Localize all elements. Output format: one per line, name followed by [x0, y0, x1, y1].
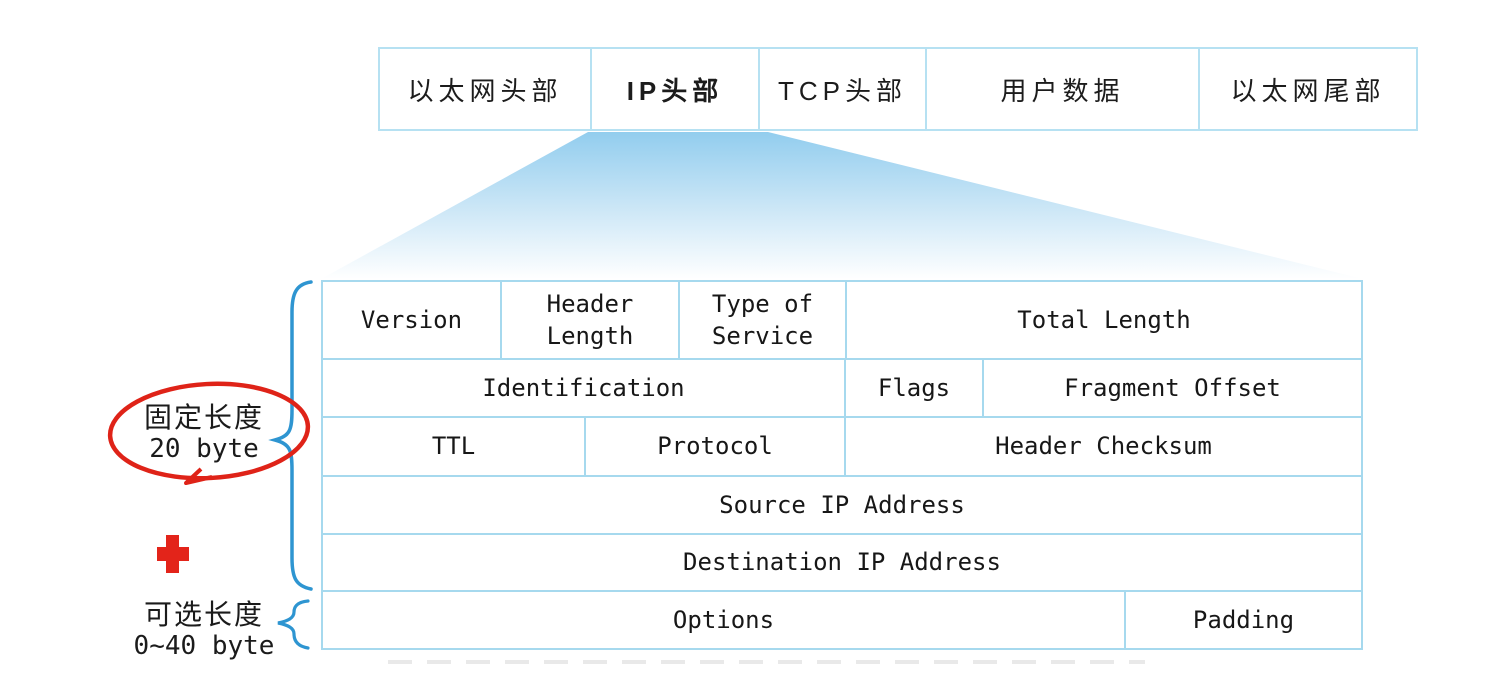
ethernet-frame-row: 以太网头部 IP头部 TCP头部 用户数据 以太网尾部 — [378, 47, 1418, 131]
ip-cell-protocol: Protocol — [584, 418, 844, 475]
frame-cell-ip-header: IP头部 — [592, 47, 760, 131]
optional-length-text-bytes: 0~40 byte — [133, 631, 275, 661]
ip-cell-fragment-offset: Fragment Offset — [982, 360, 1361, 416]
ip-row-4: Source IP Address — [323, 475, 1361, 533]
optional-length-brace — [277, 599, 310, 650]
ip-row-6: Options Padding — [323, 590, 1361, 648]
ip-cell-header-checksum: Header Checksum — [844, 418, 1361, 475]
ip-cell-version: Version — [360, 305, 463, 334]
red-circle-annotation — [107, 381, 311, 485]
ip-cell-type-of-service: Type of Service — [678, 282, 845, 358]
optional-length-text-cn: 可选长度 — [143, 599, 264, 630]
ip-row-2: Identification Flags Fragment Offset — [323, 358, 1361, 416]
ip-cell-padding: Padding — [1124, 592, 1361, 648]
red-plus-icon — [157, 535, 189, 573]
optional-length-label: 可选长度 0~40 byte — [108, 598, 300, 661]
fixed-length-text-cn: 固定长度 — [143, 402, 264, 433]
ip-cell-destination-ip-address: Destination IP Address — [683, 548, 1001, 577]
ip-header-table: Version Header Length Type of Service To… — [321, 280, 1363, 650]
frame-cell-user-data: 用户数据 — [927, 47, 1200, 131]
ip-row-3: TTL Protocol Header Checksum — [323, 416, 1361, 475]
ip-cell-total-length: Total Length — [845, 282, 1361, 358]
ip-cell-identification: Identification — [482, 373, 685, 402]
fixed-length-label: 固定长度 20 byte — [108, 401, 300, 464]
ip-cell-ttl: TTL — [431, 432, 476, 461]
frame-cell-ethernet-trailer: 以太网尾部 — [1200, 47, 1418, 131]
ip-row-5: Destination IP Address — [323, 533, 1361, 590]
ip-row-1: Version Header Length Type of Service To… — [323, 282, 1361, 358]
frame-cell-tcp-header: TCP头部 — [760, 47, 927, 131]
frame-cell-ethernet-header: 以太网头部 — [378, 47, 592, 131]
ip-cell-flags: Flags — [844, 360, 982, 416]
ip-cell-header-length: Header Length — [500, 282, 678, 358]
ip-cell-options: Options — [672, 605, 775, 634]
fixed-length-text-bytes: 20 byte — [149, 434, 259, 464]
ip-cell-source-ip-address: Source IP Address — [719, 490, 965, 519]
funnel-gradient — [321, 132, 1363, 279]
fixed-length-brace — [268, 280, 313, 591]
